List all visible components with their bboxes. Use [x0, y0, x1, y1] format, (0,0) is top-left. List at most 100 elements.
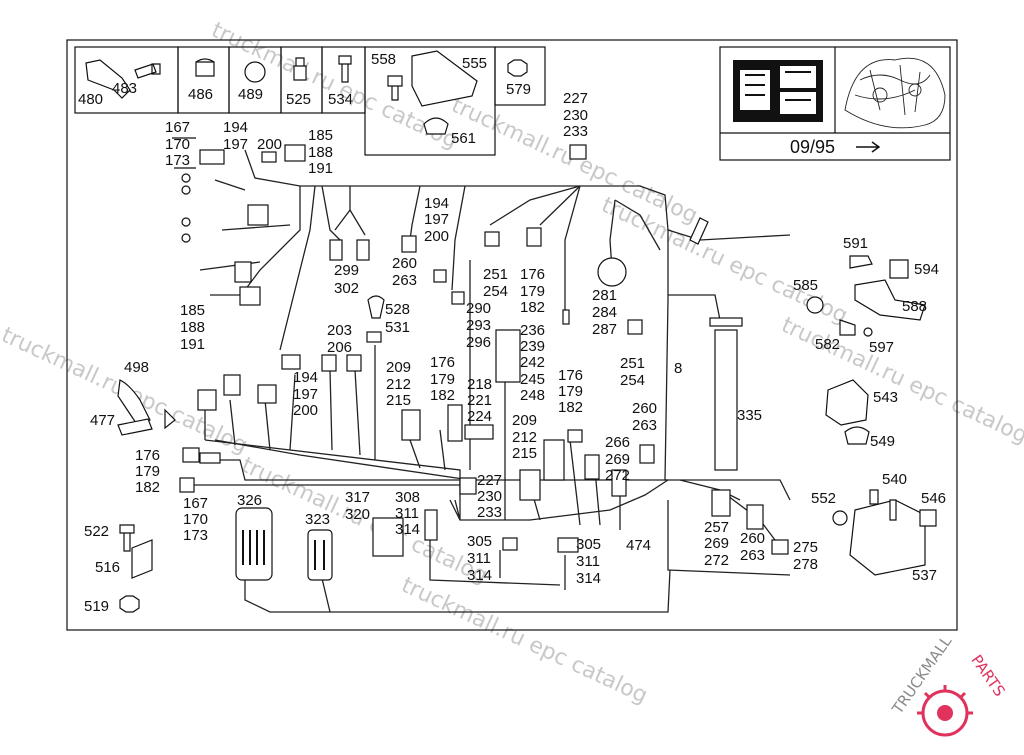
part-number-label: 209 — [512, 412, 537, 429]
holder-icon — [411, 50, 478, 107]
part-number-label: 194 — [293, 369, 318, 386]
part-number-label: 179 — [430, 371, 455, 388]
part-number-label: 486 — [188, 86, 213, 103]
part-number-label: 287 — [592, 321, 617, 338]
part-number-label: 254 — [620, 372, 645, 389]
part-number-label: 179 — [558, 383, 583, 400]
part-number-label: 260 — [632, 400, 657, 417]
part-number-label: 320 — [345, 506, 370, 523]
part-number-label: 227 — [477, 472, 502, 489]
reference-panel — [719, 46, 951, 161]
part-number-label: 221 — [467, 392, 492, 409]
part-number-label: 477 — [90, 412, 115, 429]
stud-icon — [293, 57, 307, 81]
part-number-label: 537 — [912, 567, 937, 584]
part-number-label: 185 — [180, 302, 205, 319]
part-number-label: 188 — [180, 319, 205, 336]
part-number-label: 230 — [563, 107, 588, 124]
part-number-label: 212 — [386, 376, 411, 393]
part-number-label: 218 — [467, 376, 492, 393]
part-number-label: 173 — [183, 527, 208, 544]
brand-right: PARTS — [967, 651, 1008, 699]
part-number-label: 311 — [576, 553, 600, 570]
part-number-label: 182 — [520, 299, 545, 316]
part-number-label: 170 — [183, 511, 208, 528]
part-number-label: 212 — [512, 429, 537, 446]
hardware-icons — [85, 50, 528, 135]
part-number-label: 188 — [308, 144, 333, 161]
part-number-label: 290 — [466, 300, 491, 317]
part-number-label: 552 — [811, 490, 836, 507]
part-number-label: 179 — [520, 283, 545, 300]
part-number-label: 167 — [165, 119, 190, 136]
part-number-label: 558 — [371, 51, 396, 68]
hardware-boxes — [74, 46, 546, 156]
part-number-label: 314 — [576, 570, 601, 587]
part-number-label: 314 — [467, 567, 492, 584]
part-number-label: 594 — [914, 261, 939, 278]
part-number-label: 272 — [704, 552, 729, 569]
part-number-label: 305 — [467, 533, 492, 550]
part-number-label: 167 — [183, 495, 208, 512]
part-number-label: 299 — [334, 262, 359, 279]
nut-icon — [195, 58, 215, 77]
part-number-label: 242 — [520, 354, 545, 371]
part-number-label: 191 — [308, 160, 333, 177]
part-number-label: 308 — [395, 489, 420, 506]
part-number-label: 311 — [395, 505, 419, 522]
part-number-label: 209 — [386, 359, 411, 376]
part-number-label: 191 — [180, 336, 205, 353]
part-number-label: 248 — [520, 387, 545, 404]
part-number-label: 197 — [424, 211, 449, 228]
part-number-label: 498 — [124, 359, 149, 376]
part-number-label: 549 — [870, 433, 895, 450]
vehicle-thumbnail — [733, 60, 823, 122]
bolt-icon — [387, 75, 403, 101]
date-code: 09/95 — [790, 137, 835, 157]
part-number-label: 317 — [345, 489, 370, 506]
part-number-label: 260 — [740, 530, 765, 547]
part-number-label: 597 — [869, 339, 894, 356]
part-number-label: 516 — [95, 559, 120, 576]
part-number-label: 525 — [286, 91, 311, 108]
part-number-label: 215 — [386, 392, 411, 409]
brand-text-right: PARTS — [967, 651, 1008, 699]
engine-thumbnail — [844, 57, 946, 129]
part-number-label: 200 — [424, 228, 449, 245]
part-number-label: 326 — [237, 492, 262, 509]
part-number-label: 474 — [626, 537, 651, 554]
part-number-label: 582 — [815, 336, 840, 353]
bolt-icon — [134, 63, 161, 79]
part-number-label: 230 — [477, 488, 502, 505]
part-number-label: 561 — [451, 130, 476, 147]
part-number-label: 531 — [385, 319, 410, 336]
bracket-icon — [85, 59, 131, 99]
part-number-label: 278 — [793, 556, 818, 573]
part-number-label: 480 — [78, 91, 103, 108]
part-number-label: 254 — [483, 283, 508, 300]
part-number-label: 585 — [793, 277, 818, 294]
part-number-label: 323 — [305, 511, 330, 528]
part-number-label: 182 — [558, 399, 583, 416]
part-number-label: 591 — [843, 235, 868, 252]
part-number-label: 251 — [483, 266, 508, 283]
part-number-label: 269 — [605, 451, 630, 468]
part-number-label: 197 — [293, 386, 318, 403]
part-number-label: 263 — [392, 272, 417, 289]
part-number-label: 540 — [882, 471, 907, 488]
part-number-label: 173 — [165, 152, 190, 169]
part-number-label: 8 — [674, 360, 682, 377]
part-number-label: 176 — [558, 367, 583, 384]
diagram-frame — [66, 39, 958, 631]
part-number-label: 182 — [430, 387, 455, 404]
fuse-strips — [242, 530, 325, 570]
part-number-label: 176 — [430, 354, 455, 371]
part-number-label: 203 — [327, 322, 352, 339]
part-number-label: 170 — [165, 136, 190, 153]
part-number-label: 179 — [135, 463, 160, 480]
part-number-label: 311 — [467, 550, 491, 567]
part-number-label: 579 — [506, 81, 531, 98]
part-number-label: 293 — [466, 317, 491, 334]
